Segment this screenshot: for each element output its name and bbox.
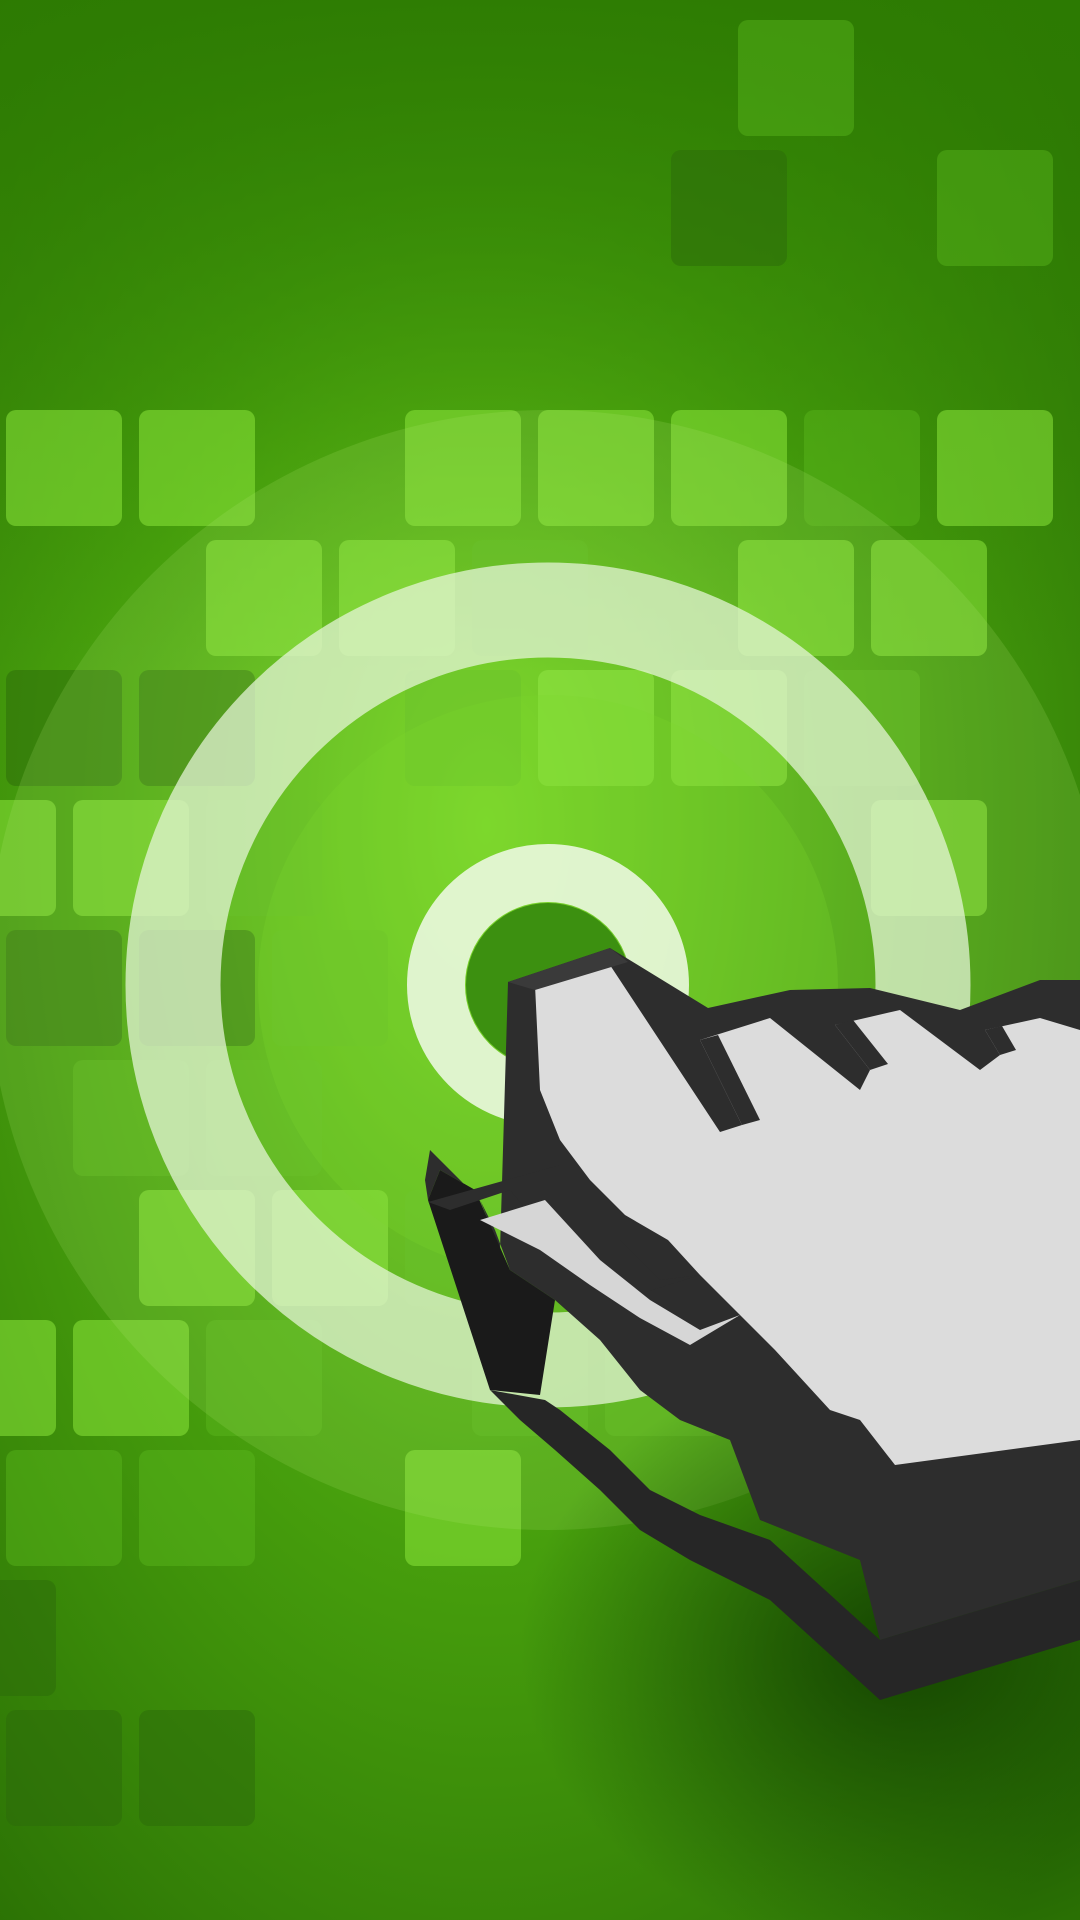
- background-tile: [405, 410, 521, 526]
- background-tile: [804, 410, 920, 526]
- cursor-top-edge: [508, 948, 628, 990]
- cursor-face: [535, 962, 1080, 1465]
- background-tile: [405, 670, 521, 786]
- background-tile: [0, 1580, 56, 1696]
- background-tile: [6, 670, 122, 786]
- cursor-thumb-face: [480, 1200, 740, 1345]
- background-tile: [0, 1320, 56, 1436]
- background-tile: [206, 1320, 322, 1436]
- background-tile: [272, 930, 388, 1046]
- background-tile: [937, 410, 1053, 526]
- background-tile: [538, 410, 654, 526]
- cursor-lower-steps: [490, 1390, 1080, 1700]
- background-tile: [0, 800, 56, 916]
- background-tile: [139, 1450, 255, 1566]
- pixel-hand-cursor-icon: [425, 948, 1080, 1700]
- background-tile: [6, 410, 122, 526]
- background-tile: [738, 20, 854, 136]
- background-tile: [671, 410, 787, 526]
- background-tile: [671, 150, 787, 266]
- background-tile: [937, 150, 1053, 266]
- background-tile: [73, 1320, 189, 1436]
- cursor-finger-line-2: [835, 1020, 888, 1070]
- background-tile: [871, 540, 987, 656]
- cursor-side-shadow: [428, 1170, 555, 1395]
- background-tile: [6, 1710, 122, 1826]
- cursor-finger-line-1: [700, 1035, 760, 1125]
- background-tile: [139, 410, 255, 526]
- background-tile: [6, 930, 122, 1046]
- background-tile: [139, 1710, 255, 1826]
- background-tile: [6, 1450, 122, 1566]
- background-tile: [206, 540, 322, 656]
- background-tile: [538, 670, 654, 786]
- ring-outer: [125, 562, 971, 1408]
- background-tile: [405, 1450, 521, 1566]
- cursor-finger-line-3: [985, 1026, 1016, 1055]
